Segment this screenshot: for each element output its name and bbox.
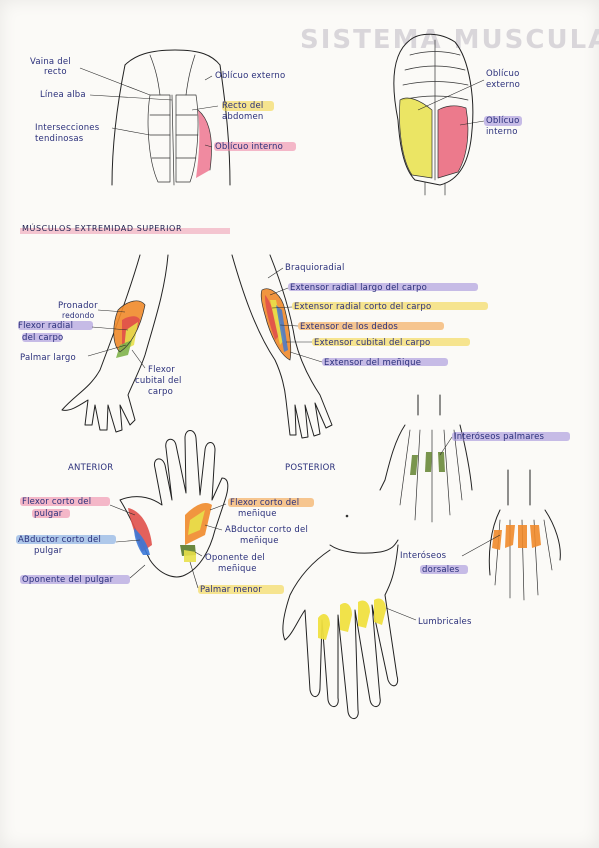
label-flexor-corto-menique-2: meñique (238, 509, 277, 519)
label-interoseos-dorsales-1: Interóseos (400, 550, 447, 561)
label-abductor-corto-menique-2: meñique (240, 536, 279, 546)
label-side-obliquo-interno-2: interno (486, 127, 518, 137)
label-recto-abdomen-1: Recto del (222, 101, 263, 111)
caption-anterior: ANTERIOR (68, 463, 113, 473)
label-abductor-corto-pulgar-2: pulgar (34, 546, 63, 556)
label-braquioradial: Braquioradial (285, 263, 345, 273)
page-title: SISTEMA MUSCULAR (300, 25, 599, 55)
abdomen-side-labels: Oblícuo externo Oblícuo interno (417, 69, 522, 137)
label-ext-radial-corto: Extensor radial corto del carpo (294, 302, 431, 312)
label-obliquo-externo: Oblícuo externo (215, 71, 285, 81)
label-oponente-pulgar: Oponente del pulgar (22, 575, 114, 585)
label-side-obliquo-interno-1: Oblícuo (486, 116, 519, 126)
label-vaina-recto-2: recto (44, 67, 67, 77)
abdomen-front-labels: Vaina del recto Línea alba Interseccione… (30, 57, 296, 152)
forearm-posterior-labels: Braquioradial Extensor radial largo del … (267, 263, 488, 473)
label-palmar-menor: Palmar menor (200, 585, 262, 595)
label-flexor-radial-2: del carpo (22, 333, 63, 343)
label-lumbricales: Lumbricales (418, 617, 472, 627)
forearm-anterior-labels: Pronador redondo Flexor radial del carpo… (18, 301, 182, 473)
label-intersecciones-2: tendinosas (35, 134, 84, 144)
label-pronador-1: Pronador (58, 301, 98, 311)
label-interoseos-dorsales-2: dorsales (422, 565, 460, 575)
label-interoseos-palmares: Interóseos palmares (454, 431, 545, 442)
label-flexor-corto-pulgar-1: Flexor corto del (22, 497, 91, 507)
label-abductor-corto-menique-1: ABductor corto del (225, 525, 308, 535)
label-flexor-cubital-3: carpo (148, 387, 173, 397)
label-flexor-cubital-2: cubital del (135, 376, 182, 386)
label-linea-alba: Línea alba (40, 90, 86, 100)
forearm-anterior-figure (61, 254, 169, 433)
hand-palm-labels: Flexor corto del pulgar ABductor corto d… (16, 497, 314, 595)
label-ext-dedos: Extensor de los dedos (300, 322, 398, 332)
label-abductor-corto-pulgar-1: ABductor corto del (18, 535, 101, 545)
abdomen-side-figure (393, 33, 474, 196)
label-side-obliquo-externo-2: externo (486, 80, 520, 90)
label-palmar-largo: Palmar largo (20, 353, 76, 363)
hand-interossei-dorsales-figure: Interóseos dorsales (400, 469, 561, 601)
hand-lumbricales-figure: Lumbricales (282, 539, 472, 719)
label-obliquo-interno: Oblícuo interno (215, 142, 283, 152)
caption-posterior: POSTERIOR (285, 463, 336, 473)
label-pronador-2: redondo (62, 311, 95, 320)
label-flexor-corto-pulgar-2: pulgar (34, 509, 63, 519)
label-recto-abdomen-2: abdomen (222, 112, 264, 122)
abdomen-front-figure (111, 49, 231, 186)
label-flexor-corto-menique-1: Flexor corto del (230, 498, 299, 508)
label-side-obliquo-externo-1: Oblícuo (486, 69, 519, 79)
label-intersecciones-1: Intersecciones (35, 123, 100, 133)
label-ext-cubital: Extensor cubital del carpo (314, 338, 430, 348)
label-oponente-menique-2: meñique (218, 564, 257, 574)
forearm-posterior-figure (231, 254, 333, 439)
label-vaina-recto-1: Vaina del (30, 57, 71, 67)
section-heading-upper: MÚSCULOS EXTREMIDAD SUPERIOR (22, 222, 182, 233)
label-flexor-radial-1: Flexor radial (18, 321, 73, 331)
label-ext-radial-largo: Extensor radial largo del carpo (290, 283, 427, 293)
hand-interossei-palmares-figure: Interóseos palmares (379, 394, 570, 523)
hand-palm-figure (119, 430, 229, 578)
label-ext-menique: Extensor del meñique (324, 358, 421, 368)
label-oponente-menique-1: Oponente del (205, 553, 265, 563)
label-flexor-cubital-1: Flexor (148, 365, 175, 375)
